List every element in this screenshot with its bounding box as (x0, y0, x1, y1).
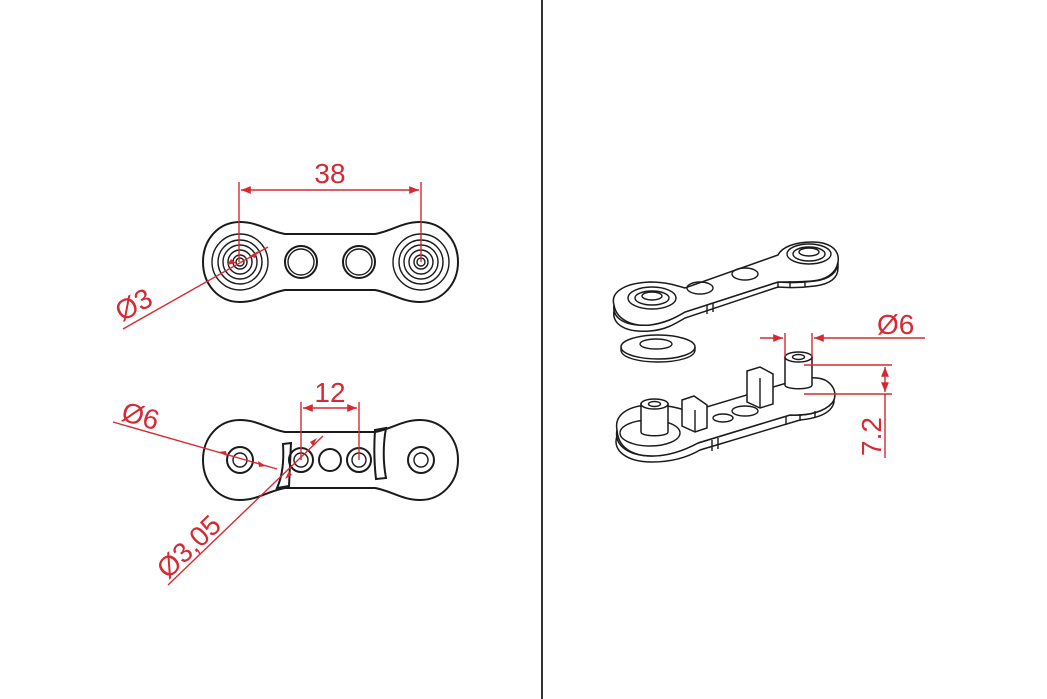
dimension-dia-6-iso: Ø6 (760, 309, 925, 357)
dimension-7-2: 7.2 (804, 364, 892, 458)
isometric-washer (620, 334, 696, 363)
dim-label-dia-6-iso: Ø6 (877, 309, 914, 340)
isometric-top-plate (612, 241, 839, 332)
dim-label-dia-3-05: Ø3,05 (151, 509, 227, 584)
dim-label-38: 38 (314, 158, 345, 189)
dimension-dia-3: Ø3 (110, 246, 269, 330)
dim-label-12: 12 (314, 377, 345, 408)
dimension-dia-3-05: Ø3,05 (151, 435, 324, 586)
dim-label-dia-3: Ø3 (110, 282, 158, 327)
dim-label-7-2: 7.2 (856, 417, 887, 456)
dimension-38: 38 (238, 158, 422, 262)
dimension-12: 12 (300, 377, 360, 460)
base-plate-view (201, 418, 460, 502)
dim-label-dia-6-left: Ø6 (118, 396, 162, 436)
isometric-base-plate (615, 351, 836, 463)
